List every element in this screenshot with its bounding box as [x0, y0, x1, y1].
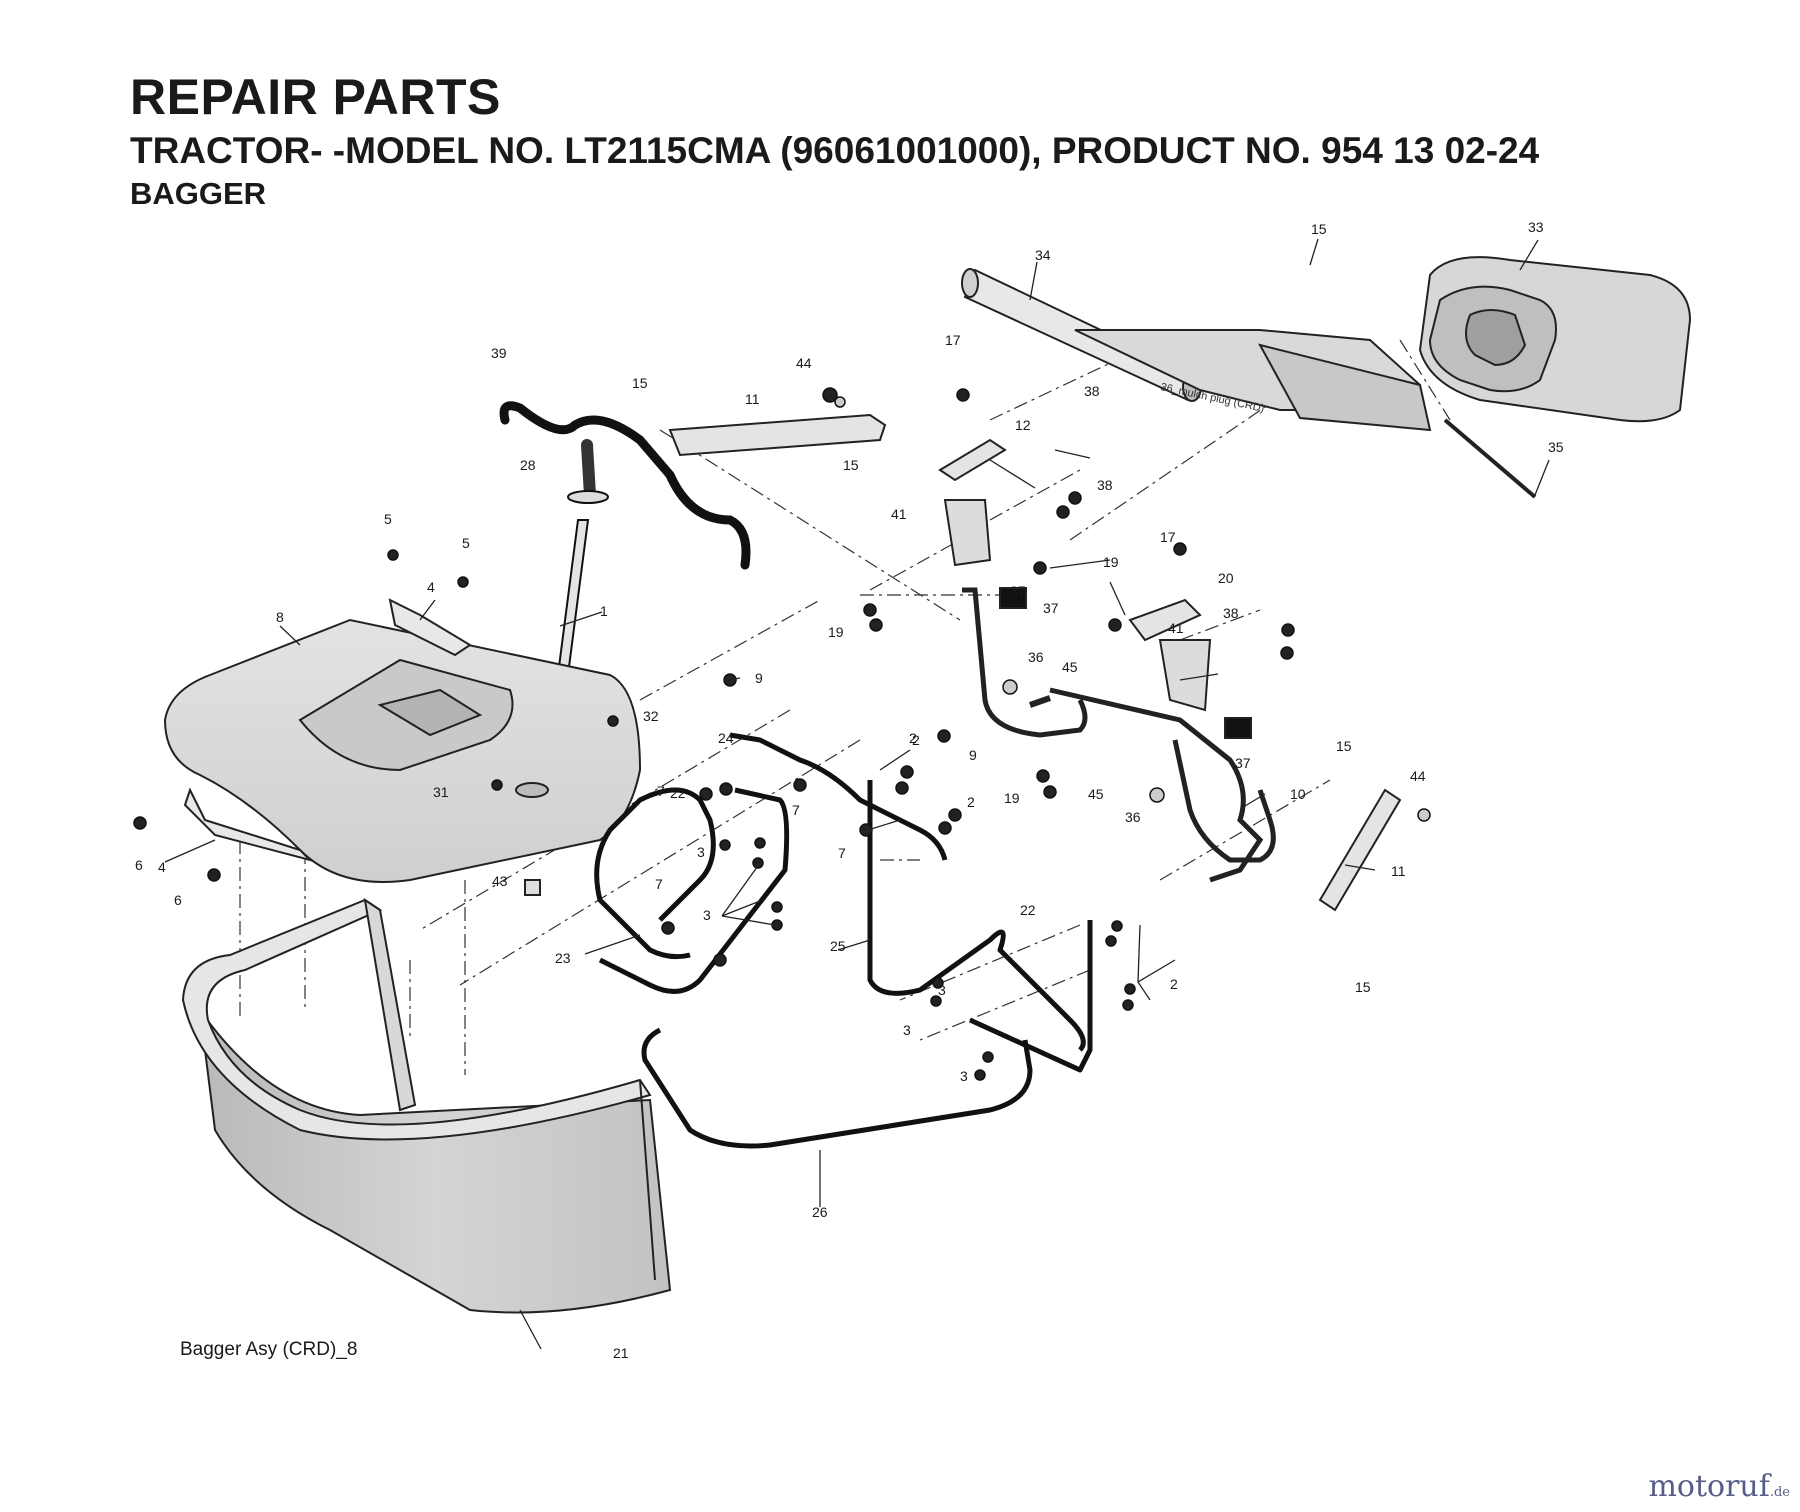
callout-44-b: 44: [1410, 768, 1426, 784]
callout-6-b: 6: [174, 892, 182, 908]
callout-24: 24: [718, 730, 734, 746]
callout-3-e: 3: [960, 1068, 968, 1084]
callout-3-d: 3: [903, 1022, 911, 1038]
callout-19-c: 19: [1004, 790, 1020, 806]
callout-5-b: 5: [384, 511, 392, 527]
bagger-frames: [594, 732, 1093, 1149]
callout-7-b: 7: [657, 783, 665, 799]
callout-1: 1: [600, 603, 608, 619]
callout-33: 33: [1528, 219, 1544, 235]
callout-7-d: 7: [838, 845, 846, 861]
callout-17: 17: [945, 332, 961, 348]
callout-25: 25: [830, 938, 846, 954]
callout-11: 11: [745, 391, 760, 407]
callout-44: 44: [796, 355, 812, 371]
callout-11-b: 11: [1391, 863, 1406, 879]
callout-7: 7: [655, 876, 663, 892]
callout-9: 9: [755, 670, 763, 686]
diagram-caption: Bagger Asy (CRD)_8: [180, 1339, 357, 1360]
callout-45-b: 45: [1088, 786, 1104, 802]
callout-2-b: 2: [909, 730, 917, 746]
part-callouts: 1 2 3 4 5 6 7 8 9 10 11 12 15 17 19 20 2…: [135, 219, 1564, 1361]
callout-2-d: 2: [1170, 976, 1178, 992]
callout-22: 22: [1020, 902, 1036, 918]
brackets: [668, 413, 1402, 912]
callout-6: 6: [135, 857, 143, 873]
callout-7-c: 7: [792, 802, 800, 818]
callout-38-b: 38: [1223, 605, 1239, 621]
callout-20: 20: [1218, 570, 1234, 586]
callout-36-b: 36: [1125, 809, 1141, 825]
watermark-tld: .de: [1769, 1485, 1790, 1500]
callout-17-b: 17: [1160, 529, 1176, 545]
support-frame: [943, 499, 1276, 883]
callout-10: 10: [1290, 786, 1306, 802]
callout-26: 26: [812, 1204, 828, 1220]
callout-2-c: 2: [967, 794, 975, 810]
callout-15-c: 15: [843, 457, 859, 473]
callout-19-b: 19: [828, 624, 844, 640]
callout-9-b: 9: [969, 747, 977, 763]
callout-37: 37: [1043, 600, 1059, 616]
callout-37-b: 37: [1010, 583, 1026, 599]
callout-4-b: 4: [158, 859, 166, 875]
callout-38-c: 38: [1084, 383, 1100, 399]
callout-3-c: 3: [938, 982, 946, 998]
leader-lines: [164, 238, 1550, 1350]
section-title: BAGGER: [130, 176, 267, 211]
watermark-logo: motoruf.de: [1648, 1469, 1790, 1504]
callout-45: 45: [1062, 659, 1078, 675]
callout-19: 19: [1103, 554, 1119, 570]
callout-31: 31: [433, 784, 449, 800]
callout-4: 4: [427, 579, 435, 595]
callout-15-e: 15: [1355, 979, 1371, 995]
callout-36: 36: [1028, 649, 1044, 665]
callout-15: 15: [1311, 221, 1327, 237]
page-title: REPAIR PARTS: [130, 69, 501, 125]
callout-39: 39: [491, 345, 507, 361]
callout-41-b: 41: [1168, 620, 1184, 636]
callout-41: 41: [891, 506, 907, 522]
callout-5: 5: [462, 535, 470, 551]
bagger-bag: [181, 897, 672, 1314]
callout-21: 21: [613, 1345, 629, 1361]
watermark-brand: motoruf: [1648, 1469, 1770, 1504]
callout-38: 38: [1097, 477, 1113, 493]
chute-assembly: [961, 256, 1692, 499]
model-subtitle: TRACTOR- -MODEL NO. LT2115CMA (960610010…: [130, 130, 1540, 171]
callout-28: 28: [520, 457, 536, 473]
hardware: [133, 387, 1431, 1081]
callout-32: 32: [643, 708, 659, 724]
callout-37-c: 37: [1235, 755, 1251, 771]
callout-2: 2: [912, 732, 920, 748]
callout-23: 23: [555, 950, 571, 966]
bagger-lid: [163, 598, 642, 896]
callout-15-d: 15: [1336, 738, 1352, 754]
callout-43: 43: [492, 873, 508, 889]
callout-15-b: 15: [632, 375, 648, 391]
callout-8: 8: [276, 609, 284, 625]
callout-34: 34: [1035, 247, 1051, 263]
callout-35: 35: [1548, 439, 1564, 455]
callout-12: 12: [1015, 417, 1031, 433]
callout-3-b: 3: [697, 844, 705, 860]
callout-3: 3: [703, 907, 711, 923]
callout-22-b: 22: [670, 785, 686, 801]
